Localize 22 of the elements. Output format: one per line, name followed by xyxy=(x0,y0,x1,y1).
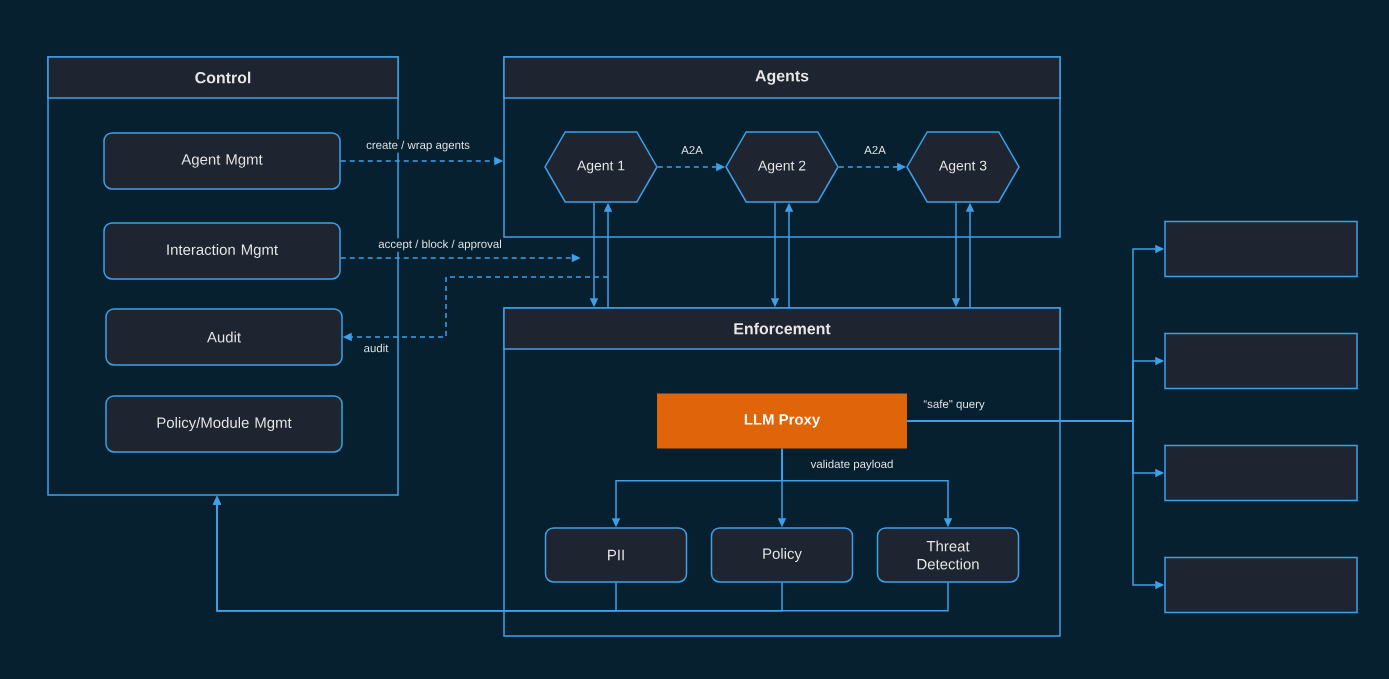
edge-label: “safe" query xyxy=(921,398,987,412)
process-box: Audit xyxy=(105,308,343,366)
edge-label: create / wrap agents xyxy=(364,139,472,153)
edge-label: A2A xyxy=(679,144,705,156)
proxy-box: LLM Proxy xyxy=(657,393,907,449)
process-box: Policy/Module Mgmt xyxy=(105,395,343,453)
provider-box xyxy=(1164,220,1358,278)
edge-label: accept / block / approval xyxy=(376,238,504,252)
process-box: Interaction Mgmt xyxy=(103,222,341,280)
process-box: Threat Detection xyxy=(876,527,1020,583)
process-box: PII xyxy=(544,527,688,583)
process-box: Policy xyxy=(710,527,854,583)
edge-label: validate payload xyxy=(809,458,895,472)
provider-box xyxy=(1164,444,1358,502)
provider-box xyxy=(1164,332,1358,390)
process-box: Agent Mgmt xyxy=(103,132,341,190)
agent-hexagon: Agent 1 xyxy=(544,131,658,203)
edge-label: audit xyxy=(362,342,390,354)
agent-hexagon: Agent 3 xyxy=(906,131,1020,203)
edge-label: A2A xyxy=(862,144,888,156)
provider-box xyxy=(1164,556,1358,614)
agent-hexagon: Agent 2 xyxy=(725,131,839,203)
